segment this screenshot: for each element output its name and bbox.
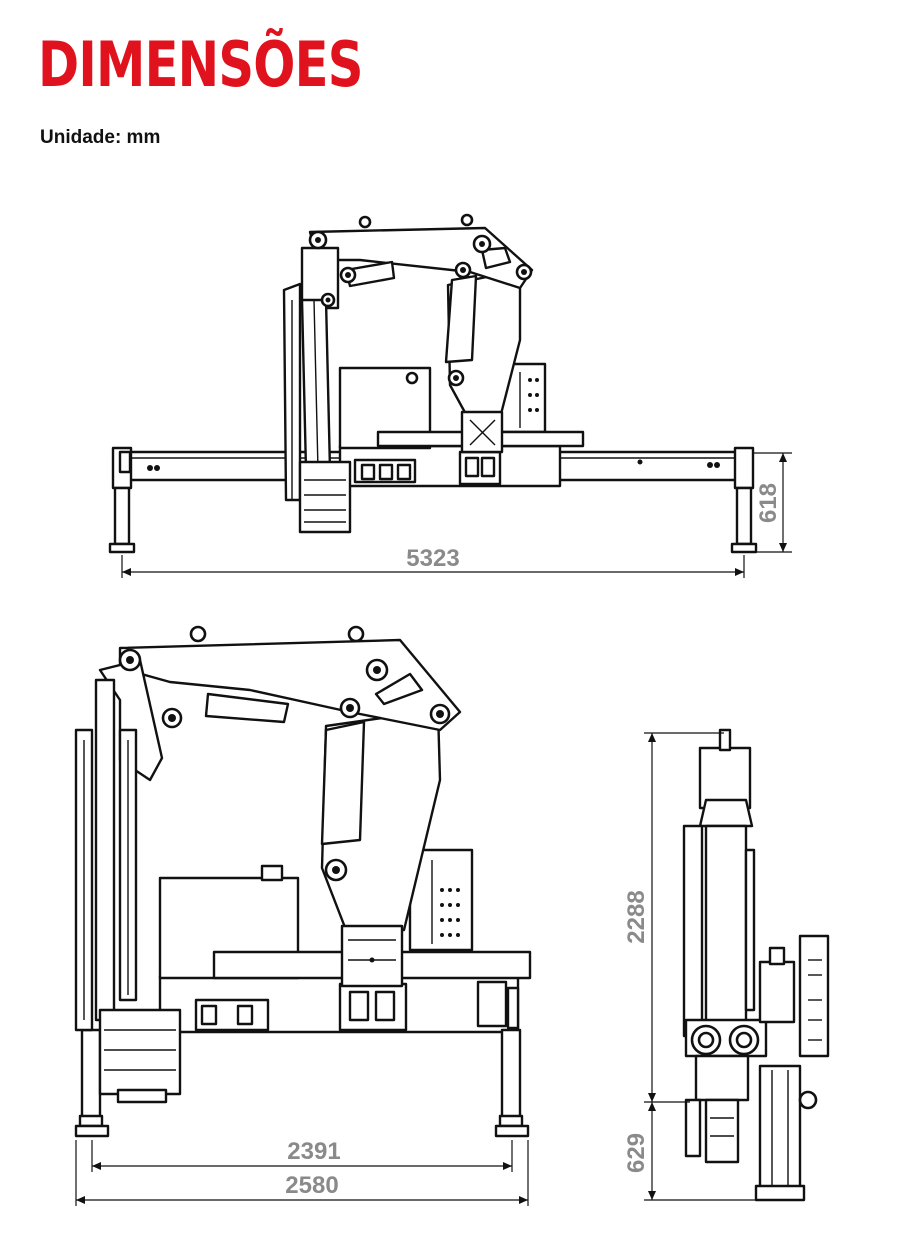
front-view-inner-width-dimension [91, 1140, 513, 1172]
top-view-drawing [108, 213, 758, 554]
side-view-drawing [682, 728, 830, 1202]
top-view-width-label: 5323 [406, 545, 459, 572]
page-title: DIMENSÕES [38, 28, 363, 101]
side-view-upper-height-label: 2288 [623, 890, 650, 943]
side-view-upper-height-dimension [644, 732, 724, 1103]
unit-label: Unidade: mm [40, 127, 161, 148]
top-view-width-dimension [121, 555, 745, 578]
top-view-height-label: 618 [755, 483, 782, 523]
side-view-lower-height-dimension [644, 1102, 756, 1201]
side-view-lower-height-label: 629 [623, 1133, 650, 1173]
front-view-inner-width-label: 2391 [287, 1138, 340, 1165]
front-view-outer-width-dimension [75, 1140, 529, 1206]
front-view-outer-width-label: 2580 [285, 1172, 338, 1199]
front-view-drawing [74, 625, 532, 1138]
top-view-height-dimension [752, 452, 792, 553]
